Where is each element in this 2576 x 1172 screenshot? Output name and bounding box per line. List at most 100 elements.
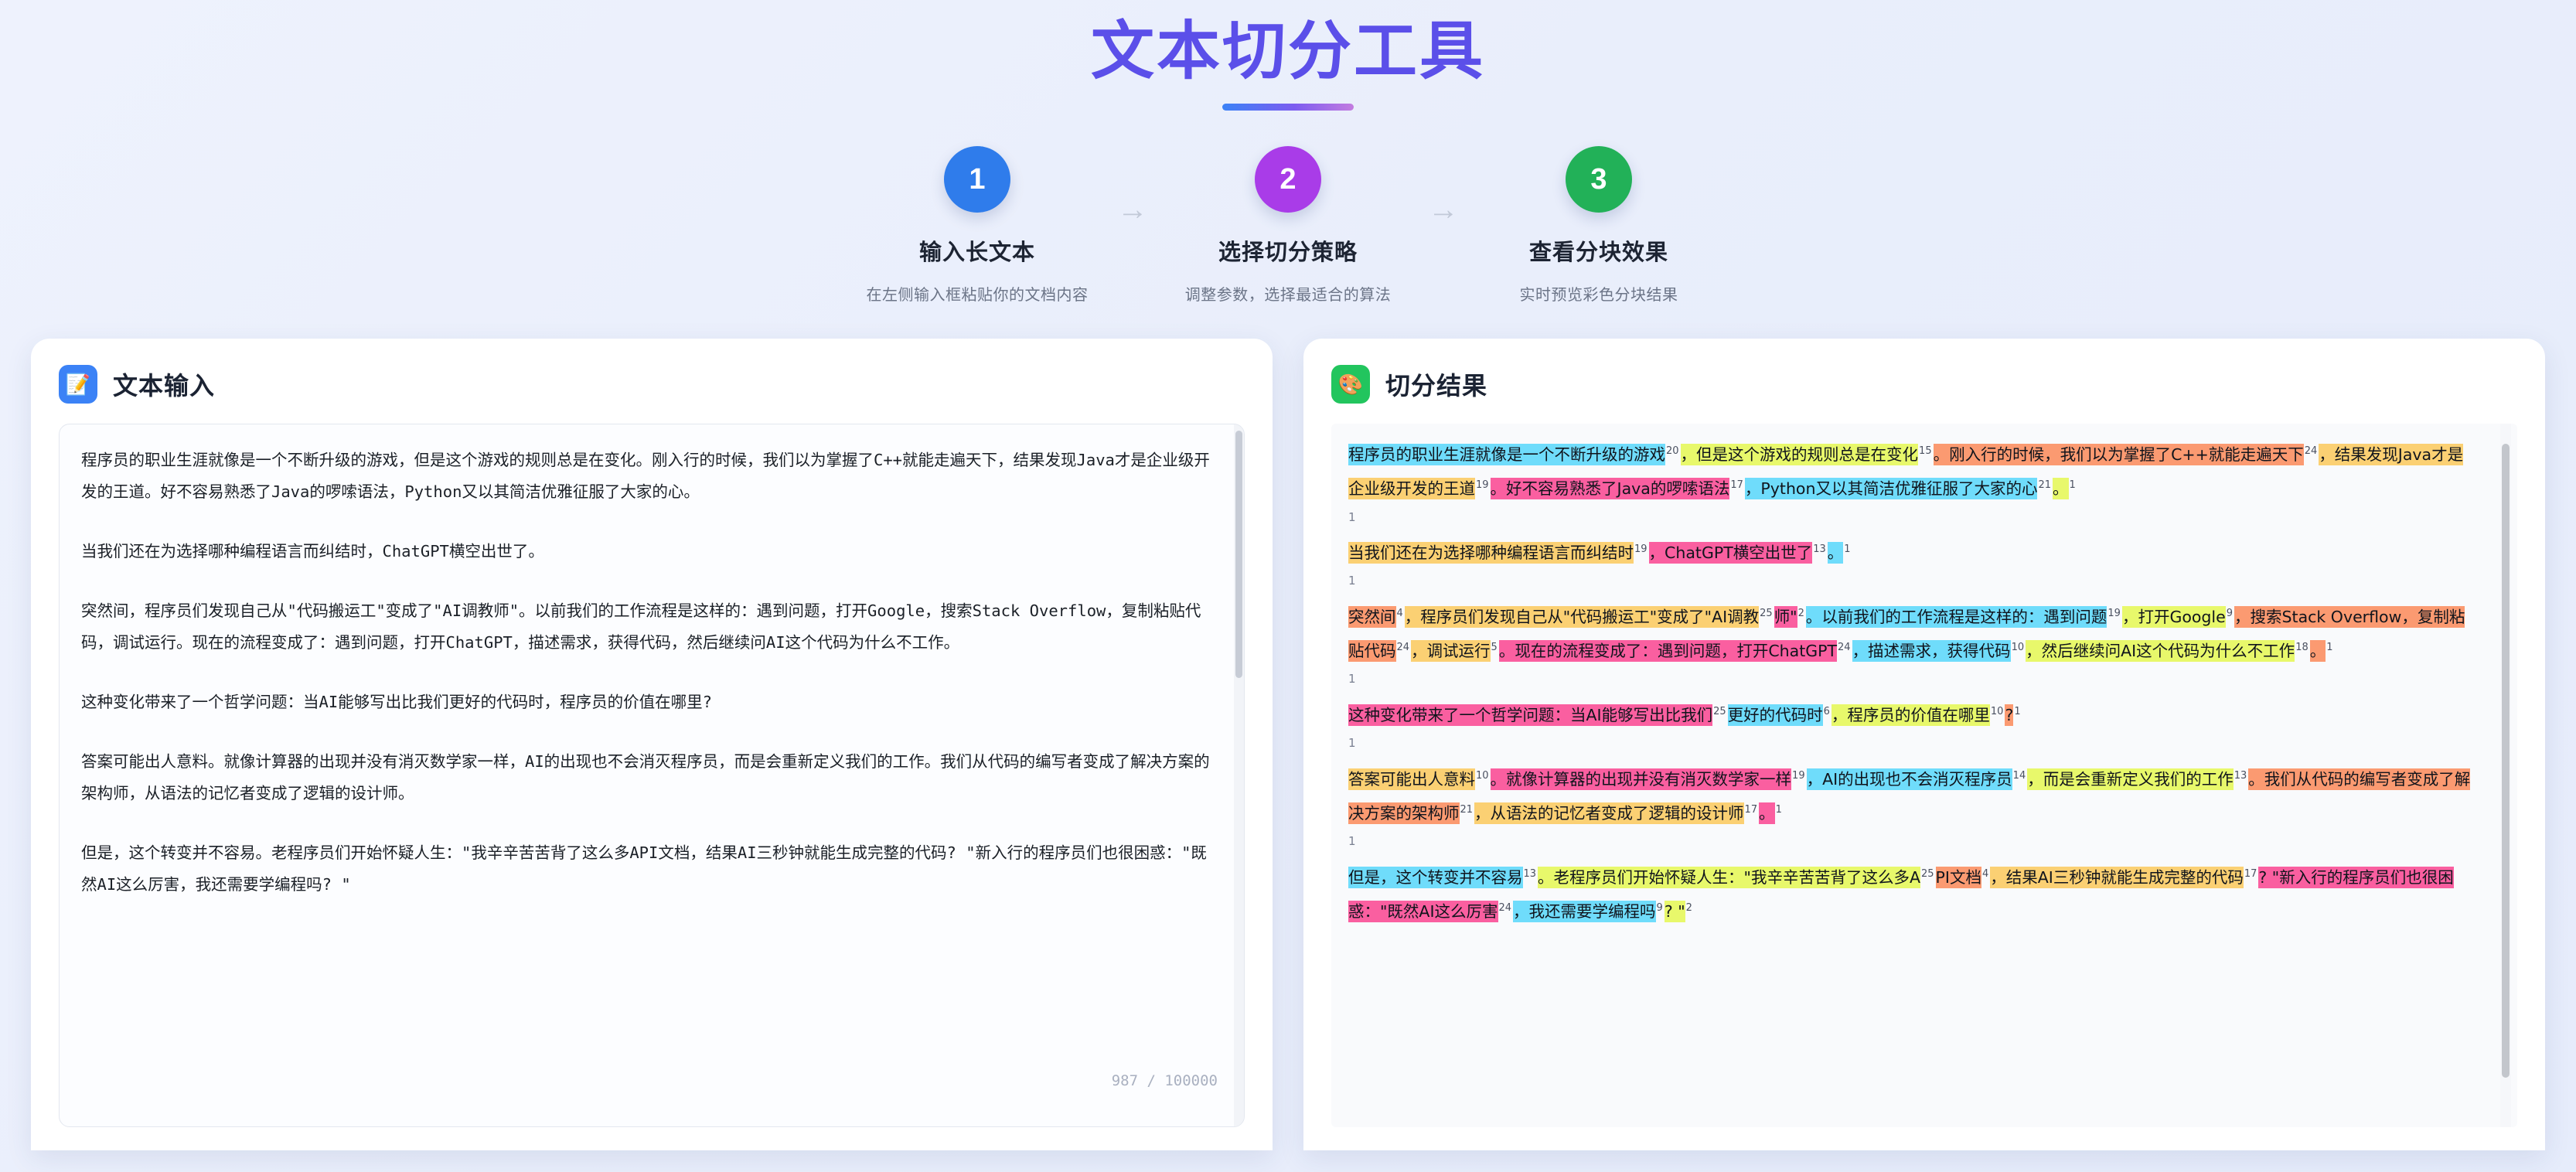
chunk-token-count: 17 xyxy=(1730,479,1743,492)
step-1-badge: 1 xyxy=(944,146,1010,213)
paragraph-token-count: 1 xyxy=(1348,574,1356,588)
input-paragraph: 当我们还在为选择哪种编程语言而纠结时，ChatGPT横空出世了。 xyxy=(81,542,544,560)
step-2-label: 选择切分策略 xyxy=(1218,240,1358,265)
chunk-token-count: 2 xyxy=(1797,607,1804,619)
chunk-segment[interactable]: ，而是会重新定义我们的工作 xyxy=(2027,768,2234,790)
step-arrow-icon-2: → xyxy=(1428,192,1459,227)
chunk-result-panel-header: 🎨 切分结果 xyxy=(1331,365,2517,404)
chunk-segment[interactable]: ，程序员们发现自己从"代码搬运工"变成了"AI调教 xyxy=(1404,605,1760,628)
chunk-segment[interactable]: 答案可能出人意料 xyxy=(1348,768,1475,790)
chunk-segment[interactable]: 。好不容易熟悉了Java的啰嗦语法 xyxy=(1490,478,1730,500)
palette-icon: 🎨 xyxy=(1331,365,1370,404)
chunk-token-count: 2 xyxy=(1685,902,1692,915)
chunk-segment[interactable]: 。老程序员们开始怀疑人生："我辛辛苦苦背了这么多A xyxy=(1538,866,1920,888)
chunk-token-count: 18 xyxy=(2295,642,2309,654)
chunk-token-count: 13 xyxy=(1523,867,1537,880)
step-item-3[interactable]: 3 查看分块效果 实时预览彩色分块结果 xyxy=(1471,146,1726,305)
textarea-scrollbar-thumb[interactable] xyxy=(1235,431,1242,678)
step-2-badge: 2 xyxy=(1255,146,1321,213)
chunk-token-count: 1 xyxy=(1775,804,1782,816)
step-1-description: 在左侧输入框粘贴你的文档内容 xyxy=(866,287,1089,304)
chunk-segment[interactable]: ，结果AI三秒钟就能生成完整的代码 xyxy=(1990,866,2244,888)
chunk-segment[interactable]: ? xyxy=(2005,704,2014,726)
chunk-segment[interactable]: ，调试运行 xyxy=(1411,640,1491,663)
chunk-segment[interactable]: ，我还需要学编程吗 xyxy=(1513,900,1656,922)
textarea-scrollbar-track[interactable] xyxy=(1234,424,1244,1126)
chunk-segment[interactable]: 。以前我们的工作流程是这样的：遇到问题 xyxy=(1805,605,2107,628)
chunk-segment[interactable]: 当我们还在为选择哪种编程语言而纠结时 xyxy=(1348,542,1634,564)
chunk-token-count: 1 xyxy=(2014,706,2021,717)
chunk-segment[interactable]: ? " xyxy=(1664,900,1685,922)
chunk-segment[interactable]: 。就像计算器的出现并没有消灭数学家一样 xyxy=(1490,768,1792,790)
chunk-segment[interactable]: 。 xyxy=(2309,640,2326,663)
input-paragraph: 程序员的职业生涯就像是一个不断升级的游戏，但是这个游戏的规则总是在变化。刚入行的… xyxy=(81,451,1210,501)
chunk-token-count: 4 xyxy=(1981,867,1989,880)
chunk-token-count: 24 xyxy=(1838,642,1851,654)
chunk-segment[interactable]: 但是，这个转变并不容易 xyxy=(1348,866,1523,888)
chunk-segment[interactable]: 更好的代码时 xyxy=(1727,704,1823,726)
chunk-segment[interactable]: ，从语法的记忆者变成了逻辑的设计师 xyxy=(1474,802,1744,824)
step-2-description: 调整参数，选择最适合的算法 xyxy=(1184,287,1392,304)
chunk-segment[interactable]: PI文档 xyxy=(1935,866,1981,888)
chunk-result-panel-title: 切分结果 xyxy=(1385,372,1488,400)
chunk-token-count: 19 xyxy=(1792,769,1805,782)
step-1-label: 输入长文本 xyxy=(918,240,1035,265)
chunk-segment[interactable]: 。 xyxy=(2053,478,2069,500)
chunk-segment[interactable]: ，描述需求，获得代码 xyxy=(1852,640,2011,663)
result-scrollbar-thumb[interactable] xyxy=(2502,444,2510,1078)
chunk-segment[interactable]: ，打开Google xyxy=(2121,605,2226,628)
chunk-block: 程序员的职业生涯就像是一个不断升级的游戏20，但是这个游戏的规则总是在变化15。… xyxy=(1348,438,2477,528)
chunk-segment[interactable]: 。刚入行的时候，我们以为掌握了C++就能走遍天下 xyxy=(1933,444,2304,465)
chunk-token-count: 14 xyxy=(2012,769,2026,782)
chunk-blocks-list: 程序员的职业生涯就像是一个不断升级的游戏20，但是这个游戏的规则总是在变化15。… xyxy=(1348,438,2477,928)
chunk-token-count: 6 xyxy=(1823,706,1830,717)
title-underline-accent xyxy=(1222,104,1354,111)
text-input-panel-title: 文本输入 xyxy=(113,372,216,400)
input-paragraph: 答案可能出人意料。就像计算器的出现并没有消灭数学家一样，AI的出现也不会消灭程序… xyxy=(81,752,1210,802)
chunk-segment[interactable]: 突然间 xyxy=(1348,605,1396,628)
chunk-segment[interactable]: 。 xyxy=(1827,542,1844,564)
chunk-segment[interactable]: ，ChatGPT横空出世了 xyxy=(1648,542,1813,564)
chunk-segment[interactable]: ，但是这个游戏的规则总是在变化 xyxy=(1680,444,1919,465)
chunk-token-count: 10 xyxy=(1476,769,1489,782)
memo-icon: 📝 xyxy=(59,365,97,404)
chunk-token-count: 4 xyxy=(1396,607,1403,619)
chunk-token-count: 20 xyxy=(1666,445,1679,458)
paragraph-token-count: 1 xyxy=(1348,736,1356,751)
chunk-token-count: 25 xyxy=(1760,607,1773,619)
chunk-segment[interactable]: 程序员的职业生涯就像是一个不断升级的游戏 xyxy=(1348,444,1665,465)
step-3-description: 实时预览彩色分块结果 xyxy=(1519,287,1678,304)
chunk-token-count: 19 xyxy=(1634,543,1647,556)
chunk-token-count: 24 xyxy=(1498,902,1512,915)
step-item-2[interactable]: 2 选择切分策略 调整参数，选择最适合的算法 xyxy=(1160,146,1416,305)
chunk-token-count: 19 xyxy=(2107,607,2121,619)
step-3-label: 查看分块效果 xyxy=(1528,240,1668,265)
chunk-segment[interactable]: 师" xyxy=(1774,605,1797,628)
chunk-segment[interactable]: 这种变化带来了一个哲学问题：当AI能够写出比我们 xyxy=(1348,704,1713,726)
chunk-segment[interactable]: ，程序员的价值在哪里 xyxy=(1831,704,1990,726)
input-paragraph: 突然间，程序员们发现自己从"代码搬运工"变成了"AI调教师"。以前我们的工作流程… xyxy=(81,601,1201,652)
chunk-result-viewport[interactable]: 程序员的职业生涯就像是一个不断升级的游戏20，但是这个游戏的规则总是在变化15。… xyxy=(1331,424,2517,1127)
chunk-token-count: 19 xyxy=(1476,479,1489,492)
chunk-segment[interactable]: ，然后继续问AI这个代码为什么不工作 xyxy=(2026,640,2295,663)
input-paragraph: 但是，这个转变并不容易。老程序员们开始怀疑人生："我辛辛苦苦背了这么多API文档… xyxy=(81,843,1207,894)
text-input-panel-header: 📝 文本输入 xyxy=(59,365,1245,404)
chunk-segment[interactable]: 。 xyxy=(1759,802,1775,824)
input-paragraph: 这种变化带来了一个哲学问题：当AI能够写出比我们更好的代码时，程序员的价值在哪里… xyxy=(81,693,713,711)
text-input-textarea[interactable]: 程序员的职业生涯就像是一个不断升级的游戏，但是这个游戏的规则总是在变化。刚入行的… xyxy=(59,424,1245,1127)
step-3-badge: 3 xyxy=(1566,146,1632,213)
chunk-token-count: 9 xyxy=(1656,902,1663,915)
chunk-segment[interactable]: ，AI的出现也不会消灭程序员 xyxy=(1806,768,2012,790)
chunk-token-count: 21 xyxy=(1460,804,1474,816)
chunk-segment[interactable]: 。现在的流程变成了：遇到问题，打开ChatGPT xyxy=(1498,640,1838,663)
chunk-token-count: 9 xyxy=(2226,607,2234,619)
chunk-segment[interactable]: ，Python又以其简洁优雅征服了大家的心 xyxy=(1744,478,2038,500)
chunk-token-count: 25 xyxy=(1713,706,1726,717)
chunk-token-count: 24 xyxy=(2304,445,2318,458)
text-input-panel: 📝 文本输入 程序员的职业生涯就像是一个不断升级的游戏，但是这个游戏的规则总是在… xyxy=(31,339,1273,1150)
chunk-token-count: 25 xyxy=(1921,867,1934,880)
text-input-content[interactable]: 程序员的职业生涯就像是一个不断升级的游戏，但是这个游戏的规则总是在变化。刚入行的… xyxy=(60,424,1244,1126)
paragraph-token-count: 1 xyxy=(1348,672,1356,687)
chunk-token-count: 5 xyxy=(1491,642,1498,654)
step-item-1[interactable]: 1 输入长文本 在左侧输入框粘贴你的文档内容 xyxy=(850,146,1105,305)
